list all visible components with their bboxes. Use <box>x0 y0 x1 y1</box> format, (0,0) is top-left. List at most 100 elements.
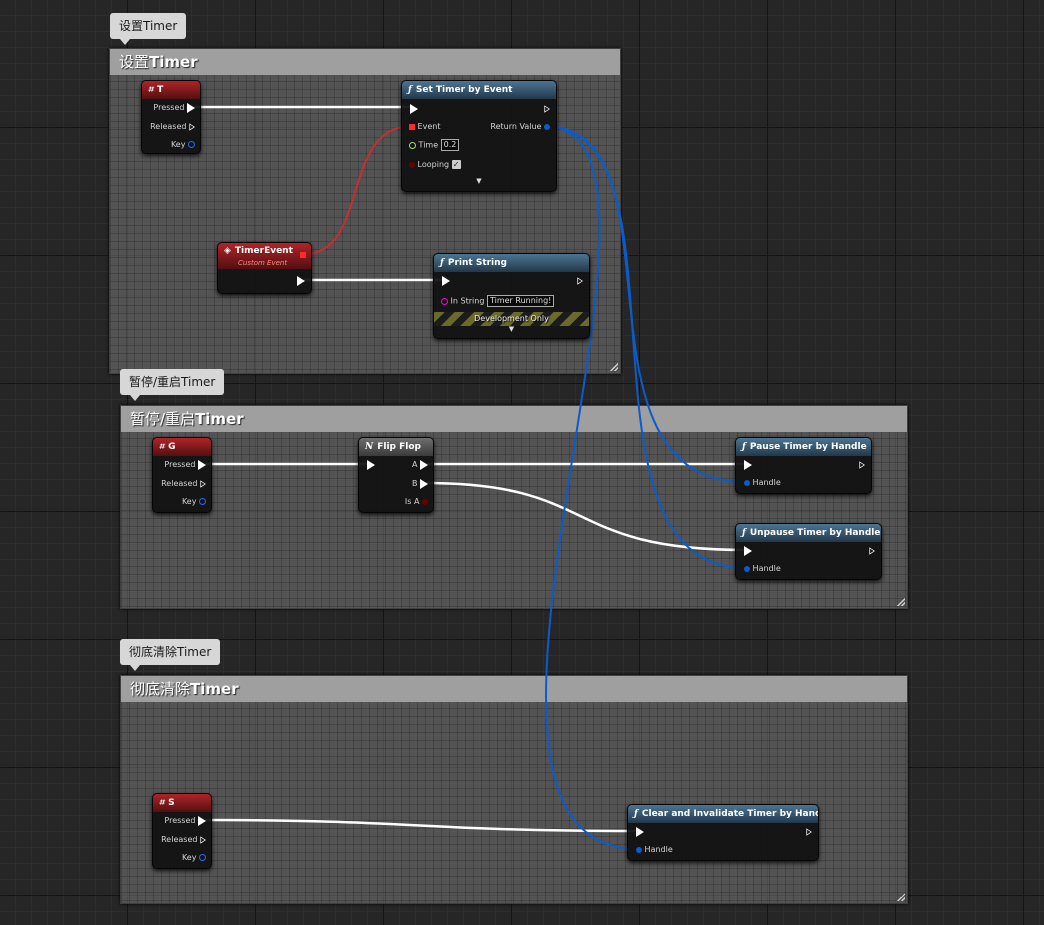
pin-label: Event <box>417 122 441 131</box>
exec-out-pin-icon[interactable] <box>544 104 550 113</box>
event-delegate-out-pin-icon[interactable] <box>300 252 306 258</box>
pin-label: Handle <box>644 845 673 854</box>
delegate-wire-timerevent-to-set-timer <box>303 125 413 255</box>
exec-in-pin-icon[interactable] <box>442 275 450 286</box>
exec-out-pin-icon[interactable] <box>869 546 875 555</box>
pin-label: Time <box>418 140 439 150</box>
key-pin-icon[interactable] <box>188 141 195 148</box>
looping-checkbox[interactable]: ✓ <box>451 160 461 169</box>
flipflop-icon: N <box>365 442 374 452</box>
handle-out-pin-icon[interactable] <box>544 123 550 130</box>
exec-in-pin-icon[interactable] <box>744 459 752 470</box>
comment-bubble-clear-timer: 彻底清除Timer <box>120 639 221 671</box>
bool-pin-icon[interactable] <box>422 498 428 505</box>
exec-out-pin-icon[interactable] <box>859 460 865 469</box>
bool-pin-icon[interactable] <box>409 161 415 168</box>
exec-out-pin-icon[interactable] <box>577 276 583 285</box>
string-pin-icon[interactable] <box>441 297 448 305</box>
pin-label: Is A <box>404 497 420 506</box>
key-event-icon: ⌗ <box>148 85 154 95</box>
pin-label: Released <box>161 479 198 488</box>
exec-out-pin-icon[interactable] <box>420 459 428 470</box>
resize-handle[interactable] <box>897 893 905 901</box>
pin-label: Pressed <box>153 103 185 112</box>
exec-out-pin-icon[interactable] <box>420 478 428 489</box>
pin-label: Pressed <box>164 460 196 469</box>
pin-label: Key <box>170 140 186 149</box>
comment-box-clear-timer[interactable]: 彻底清除Timer <box>120 675 908 904</box>
pin-label: Released <box>161 835 198 844</box>
exec-in-pin-icon[interactable] <box>744 545 752 556</box>
exec-out-pin-icon[interactable] <box>200 479 206 488</box>
handle-in-pin-icon[interactable] <box>636 846 642 853</box>
key-g-event-node[interactable]: ⌗G Pressed Released Key <box>152 437 212 513</box>
pin-label: Released <box>150 122 187 131</box>
pin-label: Handle <box>752 564 781 573</box>
node-title: T <box>157 85 164 95</box>
node-title: TimerEvent <box>234 246 293 256</box>
comment-title[interactable]: 彻底清除Timer <box>121 676 907 702</box>
event-delegate-pin-icon[interactable] <box>409 123 415 130</box>
node-title: Clear and Invalidate Timer by Handle <box>641 809 819 819</box>
resize-handle[interactable] <box>610 363 618 371</box>
exec-wire-s-to-clear <box>204 818 639 833</box>
key-s-event-node[interactable]: ⌗S Pressed Released Key <box>152 793 212 869</box>
pin-label: Pressed <box>164 816 196 825</box>
exec-out-pin-icon[interactable] <box>198 459 206 470</box>
exec-in-pin-icon[interactable] <box>367 459 375 470</box>
expand-arrow-icon[interactable]: ▼ <box>508 325 515 333</box>
pin-label: Key <box>181 497 197 506</box>
exec-out-pin-icon[interactable] <box>200 835 206 844</box>
pin-label: Key <box>181 853 197 862</box>
handle-in-pin-icon[interactable] <box>744 479 750 486</box>
comment-title[interactable]: 暂停/重启Timer <box>121 406 907 432</box>
exec-in-pin-icon[interactable] <box>636 826 644 837</box>
function-icon: ƒ <box>440 258 444 268</box>
key-pin-icon[interactable] <box>199 854 206 861</box>
node-title: Print String <box>447 258 507 268</box>
node-title: Unpause Timer by Handle <box>749 528 881 538</box>
exec-out-pin-icon[interactable] <box>189 122 195 131</box>
pin-label: B <box>411 479 418 488</box>
handle-wire-to-clear <box>543 125 639 850</box>
resize-handle[interactable] <box>897 598 905 606</box>
comment-bubble-pause-timer: 暂停/重启Timer <box>120 369 225 401</box>
key-t-event-node[interactable]: ⌗T Pressed Released Key <box>141 80 201 154</box>
custom-event-icon: ◈ <box>224 246 231 256</box>
exec-out-pin-icon[interactable] <box>297 275 305 286</box>
in-string-value-field[interactable]: Timer Running! <box>486 295 555 307</box>
development-only-banner: Development Only <box>434 312 589 326</box>
key-event-icon: ⌗ <box>159 442 165 452</box>
float-pin-icon[interactable] <box>409 141 416 149</box>
key-pin-icon[interactable] <box>199 498 206 505</box>
exec-out-pin-icon[interactable] <box>806 827 812 836</box>
pin-label: Looping <box>417 160 450 169</box>
comment-bubble-set-timer: 设置Timer <box>110 13 187 45</box>
handle-wire-to-unpause <box>543 125 747 569</box>
pin-label: A <box>411 460 418 469</box>
node-title: S <box>168 798 175 808</box>
handle-in-pin-icon[interactable] <box>744 565 750 572</box>
function-icon: ƒ <box>742 528 746 538</box>
node-title: Set Timer by Event <box>415 85 513 95</box>
pin-label: In String <box>450 296 485 306</box>
exec-in-pin-icon[interactable] <box>410 103 418 114</box>
comment-title[interactable]: 设置Timer <box>110 49 620 75</box>
time-value-field[interactable]: 0.2 <box>440 139 460 151</box>
exec-out-pin-icon[interactable] <box>187 102 195 113</box>
function-icon: ƒ <box>408 85 412 95</box>
expand-arrow-icon[interactable]: ▼ <box>476 177 482 185</box>
exec-out-pin-icon[interactable] <box>198 815 206 826</box>
node-subtitle: Custom Event <box>238 259 288 267</box>
pin-label: Return Value <box>490 122 542 131</box>
node-title: G <box>168 442 176 452</box>
pin-label: Handle <box>752 478 781 487</box>
